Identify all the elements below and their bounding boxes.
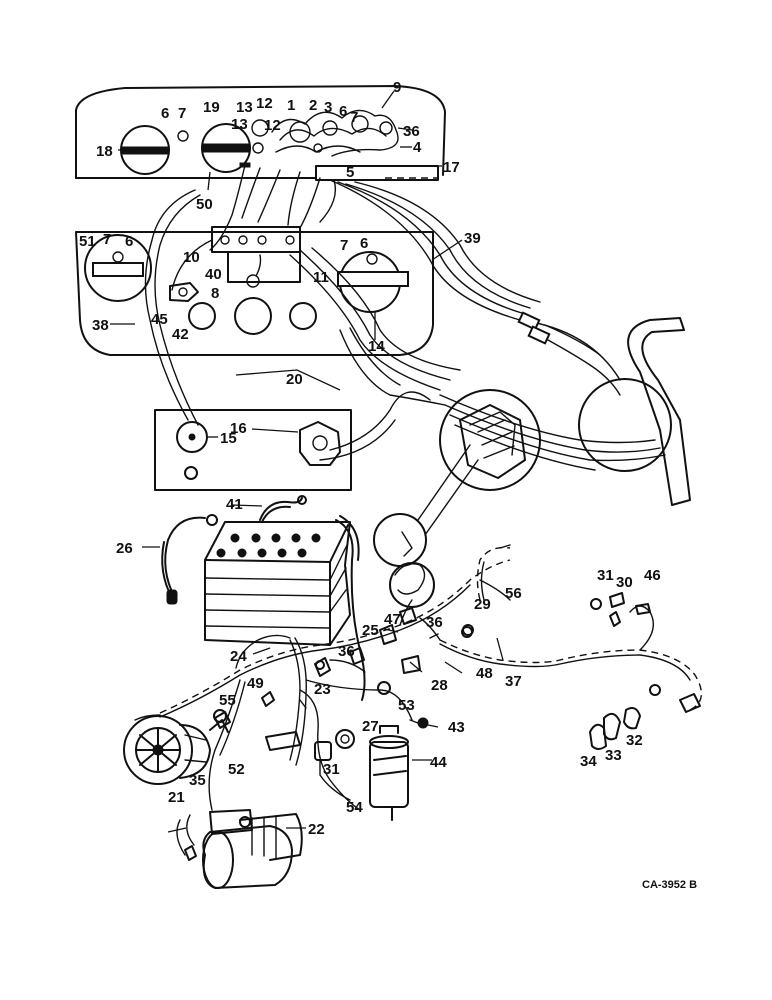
callout-2: 2 [309,97,317,114]
callout-7-upper-right: 7 [350,109,358,126]
callout-26: 26 [116,540,133,557]
callout-25: 25 [362,622,379,639]
callout-9: 9 [393,79,401,96]
callout-43: 43 [448,719,465,736]
alternator [123,709,229,785]
callout-6-lower-left: 6 [125,233,133,250]
callout-44: 44 [430,754,447,771]
callout-32: 32 [626,732,643,749]
callout-49: 49 [247,675,264,692]
callout-1: 1 [287,97,295,114]
callout-13-top: 13 [236,99,253,116]
callout-6-lower-right: 6 [360,235,368,252]
callout-47: 47 [384,611,401,628]
callout-12-mid: 12 [264,117,281,134]
leader-lines [110,90,504,833]
callout-37: 37 [505,673,522,690]
callout-52: 52 [228,761,245,778]
callout-23: 23 [314,681,331,698]
callout-14: 14 [368,338,385,355]
callout-36-battery: 36 [338,643,355,660]
callout-7-lower-right: 7 [340,237,348,254]
callout-6-upper-left: 6 [161,105,169,122]
callout-29: 29 [474,596,491,613]
ignition-coil [314,725,409,821]
callout-27: 27 [362,718,379,735]
callout-30: 30 [616,574,633,591]
callout-3: 3 [324,99,332,116]
callout-20: 20 [286,371,303,388]
instrument-panel-lower [75,226,434,356]
starter-motor [176,809,303,889]
instrument-panel-upper [75,85,446,181]
callout-19: 19 [203,99,220,116]
callout-45: 45 [151,311,168,328]
callout-33: 33 [605,747,622,764]
callout-36-upper: 36 [403,123,420,140]
callout-15: 15 [220,430,237,447]
callout-16: 16 [230,420,247,437]
callout-31-rear: 31 [597,567,614,584]
switch-plate [154,409,352,491]
callout-24: 24 [230,648,247,665]
harness-connector-detail [373,317,691,608]
callout-54: 54 [346,799,363,816]
callout-40: 40 [205,266,222,283]
callout-55: 55 [219,692,236,709]
callout-17: 17 [443,159,460,176]
battery [161,495,366,701]
callout-48: 48 [476,665,493,682]
drawing-number: CA-3952 B [642,879,697,891]
callout-46: 46 [644,567,661,584]
callout-7-upper-left: 7 [178,105,186,122]
callout-51: 51 [79,233,96,250]
callout-38: 38 [92,317,109,334]
callout-7-lower-left: 7 [103,231,111,248]
callout-8: 8 [211,285,219,302]
callout-11: 11 [313,269,329,286]
callout-36-harness: 36 [426,614,443,631]
callout-12-top: 12 [256,95,273,112]
callout-39: 39 [464,230,481,247]
callout-56: 56 [505,585,522,602]
callout-53: 53 [398,697,415,714]
callout-4: 4 [413,139,422,156]
callout-31-front: 31 [323,761,340,778]
rear-wiring-harness [399,544,703,750]
callout-13-mid: 13 [231,116,248,133]
callout-10: 10 [183,249,200,266]
callout-18: 18 [96,143,113,160]
callout-42: 42 [172,326,189,343]
callout-21: 21 [168,789,185,806]
callout-22: 22 [308,821,325,838]
callout-labels: 1 2 3 4 5 6 7 6 7 7 6 7 6 8 9 10 11 12 1… [79,79,697,891]
wiring-harness [144,164,666,471]
callout-50: 50 [196,196,213,213]
callout-41: 41 [226,496,243,513]
callout-34: 34 [580,753,597,770]
callout-5: 5 [346,164,354,181]
callout-35: 35 [189,772,206,789]
callout-28: 28 [431,677,448,694]
callout-6-upper-right: 6 [339,103,347,120]
